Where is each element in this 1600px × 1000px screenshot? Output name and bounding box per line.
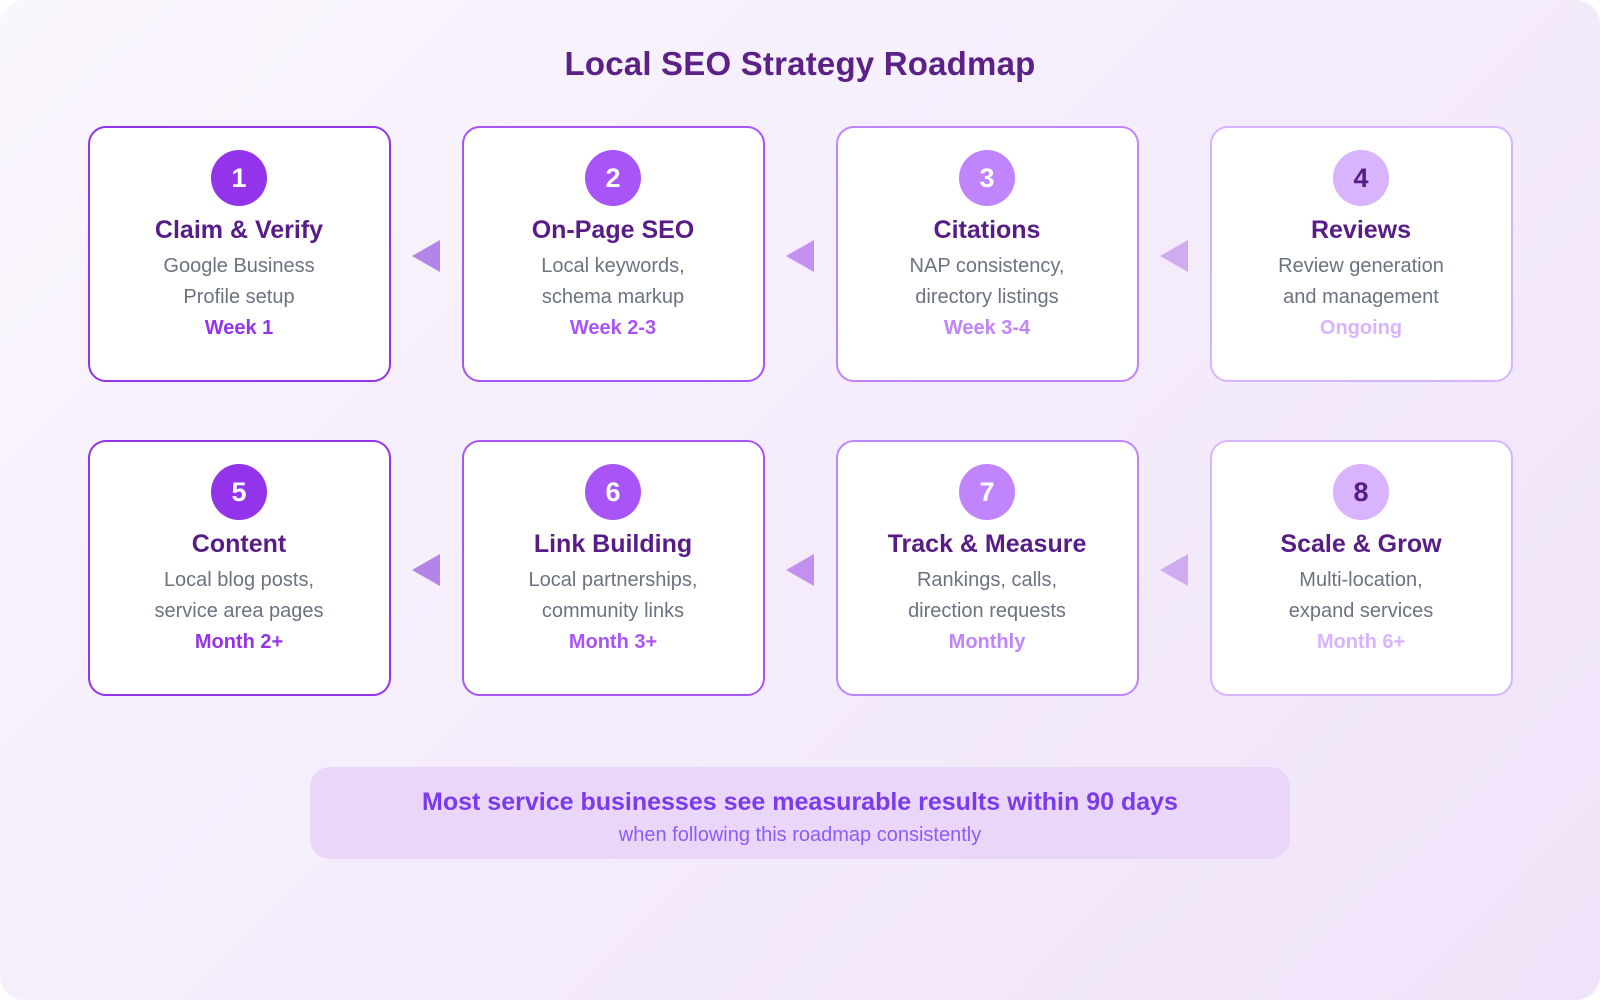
step-number: 1 [231,162,247,193]
step-description-line-1: Local blog posts, [163,569,315,591]
step-card-7: 7 Track & Measure Rankings, calls, direc… [835,440,1139,696]
step-description-line-1: Review generation [1278,255,1444,277]
left-arrow-icon [412,240,440,272]
step-description-line-2: Profile setup [183,286,295,308]
step-number: 6 [605,476,621,507]
step-description: NAP consistency, directory listings [838,251,1137,313]
step-number-badge: 8 [1333,464,1389,520]
left-arrow-icon [1160,554,1188,586]
step-description-line-2: expand services [1288,600,1434,622]
arrow-cell [1139,440,1210,696]
step-timeline: Month 3+ [568,631,658,653]
roadmap-grid: 1 Claim & Verify Google Business Profile… [0,126,1600,696]
step-number: 8 [1353,476,1369,507]
step-description-line-2: directory listings [915,286,1059,308]
step-title: Citations [933,216,1041,244]
step-number-badge: 4 [1333,150,1389,206]
step-number-badge: 1 [211,150,267,206]
step-number-badge: 2 [585,150,641,206]
results-callout: Most service businesses see measurable r… [310,767,1290,859]
step-card-1: 1 Claim & Verify Google Business Profile… [87,126,391,382]
step-title: Claim & Verify [154,216,324,244]
step-title: Reviews [1310,216,1412,244]
step-number: 7 [979,476,995,507]
step-timeline: Week 1 [204,317,274,339]
left-arrow-icon [786,240,814,272]
step-title: Link Building [533,530,693,558]
step-description-line-1: Local partnerships, [528,569,698,591]
step-description-line-2: direction requests [908,600,1066,622]
step-description: Rankings, calls, direction requests [838,565,1137,627]
step-description: Local blog posts, service area pages [90,565,389,627]
step-number: 3 [979,162,995,193]
step-card-8: 8 Scale & Grow Multi-location, expand se… [1209,440,1513,696]
step-description-line-1: Google Business [163,255,315,277]
page-title: Local SEO Strategy Roadmap [564,45,1036,82]
step-title: Track & Measure [887,530,1087,558]
left-arrow-icon [412,554,440,586]
step-number: 2 [605,162,621,193]
roadmap-row-1: 1 Claim & Verify Google Business Profile… [0,126,1600,382]
step-number-badge: 6 [585,464,641,520]
roadmap-row-2: 5 Content Local blog posts, service area… [0,440,1600,696]
results-headline: Most service businesses see measurable r… [422,788,1178,816]
step-number-badge: 5 [211,464,267,520]
step-description: Local keywords, schema markup [464,251,763,313]
step-card-4: 4 Reviews Review generation and manageme… [1209,126,1513,382]
step-number-badge: 7 [959,464,1015,520]
step-description: Multi-location, expand services [1212,565,1511,627]
step-timeline: Ongoing [1319,317,1403,339]
step-timeline: Monthly [948,631,1026,653]
step-number: 5 [231,476,247,507]
arrow-cell [391,440,462,696]
step-timeline: Month 2+ [194,631,284,653]
step-description-line-1: Rankings, calls, [916,569,1058,591]
step-title: Content [191,530,287,558]
arrow-cell [765,126,836,382]
step-description-line-2: and management [1283,286,1439,308]
step-description-line-2: service area pages [154,600,324,622]
step-description-line-2: community links [541,600,685,622]
step-card-6: 6 Link Building Local partnerships, comm… [461,440,765,696]
step-card-3: 3 Citations NAP consistency, directory l… [835,126,1139,382]
step-description-line-1: Multi-location, [1299,569,1423,591]
step-timeline: Month 6+ [1316,631,1406,653]
step-timeline: Week 3-4 [943,317,1031,339]
arrow-cell [765,440,836,696]
step-description-line-1: NAP consistency, [909,255,1065,277]
step-title: On-Page SEO [531,216,695,244]
step-title: Scale & Grow [1280,530,1442,558]
step-description-line-1: Local keywords, [541,255,685,277]
step-number: 4 [1353,162,1369,193]
arrow-cell [1139,126,1210,382]
left-arrow-icon [786,554,814,586]
step-card-2: 2 On-Page SEO Local keywords, schema mar… [461,126,765,382]
left-arrow-icon [1160,240,1188,272]
step-description: Review generation and management [1212,251,1511,313]
arrow-cell [391,126,462,382]
step-timeline: Week 2-3 [569,317,657,339]
step-description: Local partnerships, community links [464,565,763,627]
step-card-5: 5 Content Local blog posts, service area… [87,440,391,696]
step-description: Google Business Profile setup [90,251,389,313]
step-description-line-2: schema markup [541,286,685,308]
step-number-badge: 3 [959,150,1015,206]
results-subtext: when following this roadmap consistently [618,824,982,846]
